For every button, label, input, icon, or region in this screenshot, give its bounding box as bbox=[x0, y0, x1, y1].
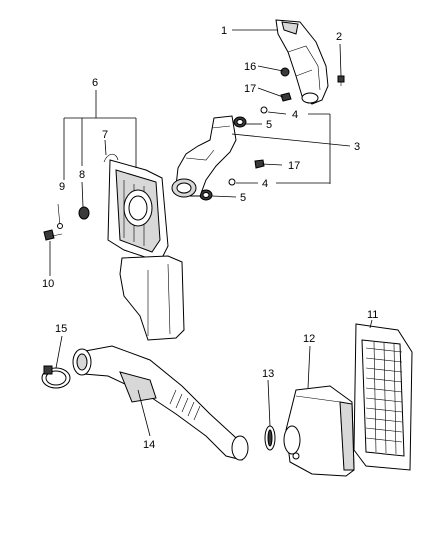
bolt-2 bbox=[337, 75, 345, 86]
air-cleaner-cover bbox=[283, 385, 355, 477]
callout-labels: 1 2 3 4 4 5 5 6 7 8 9 10 11 12 13 14 15 … bbox=[42, 25, 378, 451]
hose-clamp-13 bbox=[264, 425, 276, 451]
leader-lines bbox=[49, 29, 373, 437]
callout-5-upper: 5 bbox=[266, 119, 272, 131]
callout-4-lower: 4 bbox=[262, 178, 268, 190]
callout-17-upper: 17 bbox=[244, 83, 256, 95]
clip-4-lower bbox=[228, 178, 236, 186]
callout-12: 12 bbox=[303, 333, 315, 345]
grommet-16 bbox=[280, 67, 290, 77]
clamp-5-upper bbox=[233, 116, 247, 128]
callout-7: 7 bbox=[102, 129, 108, 141]
air-cleaner-case bbox=[107, 159, 185, 341]
callout-14: 14 bbox=[143, 439, 155, 451]
callout-13: 13 bbox=[262, 368, 274, 380]
resonator-hose bbox=[171, 115, 237, 198]
callout-17-lower: 17 bbox=[288, 160, 300, 172]
callout-11: 11 bbox=[367, 309, 378, 321]
callout-1: 1 bbox=[221, 25, 227, 37]
callout-2: 2 bbox=[336, 31, 342, 43]
callout-5-lower: 5 bbox=[240, 192, 246, 204]
callout-16: 16 bbox=[244, 61, 256, 73]
callout-15: 15 bbox=[55, 323, 67, 335]
bolt-17-lower bbox=[254, 159, 265, 169]
callout-8: 8 bbox=[79, 169, 85, 181]
callout-10: 10 bbox=[42, 278, 54, 290]
intake-duct bbox=[275, 19, 329, 105]
clip-4-upper bbox=[260, 106, 268, 114]
callout-6: 6 bbox=[92, 77, 98, 89]
callout-3: 3 bbox=[354, 141, 360, 153]
filter-element bbox=[353, 323, 413, 471]
bolt-10 bbox=[43, 229, 63, 241]
grommet-8 bbox=[78, 206, 90, 220]
hose-clamp-15 bbox=[41, 365, 71, 389]
callout-4-upper: 4 bbox=[292, 109, 298, 121]
intake-hose bbox=[72, 345, 249, 461]
pin-9 bbox=[57, 203, 63, 229]
clip-7 bbox=[103, 153, 119, 163]
bolt-17-upper bbox=[280, 92, 292, 102]
callout-9: 9 bbox=[59, 181, 65, 193]
